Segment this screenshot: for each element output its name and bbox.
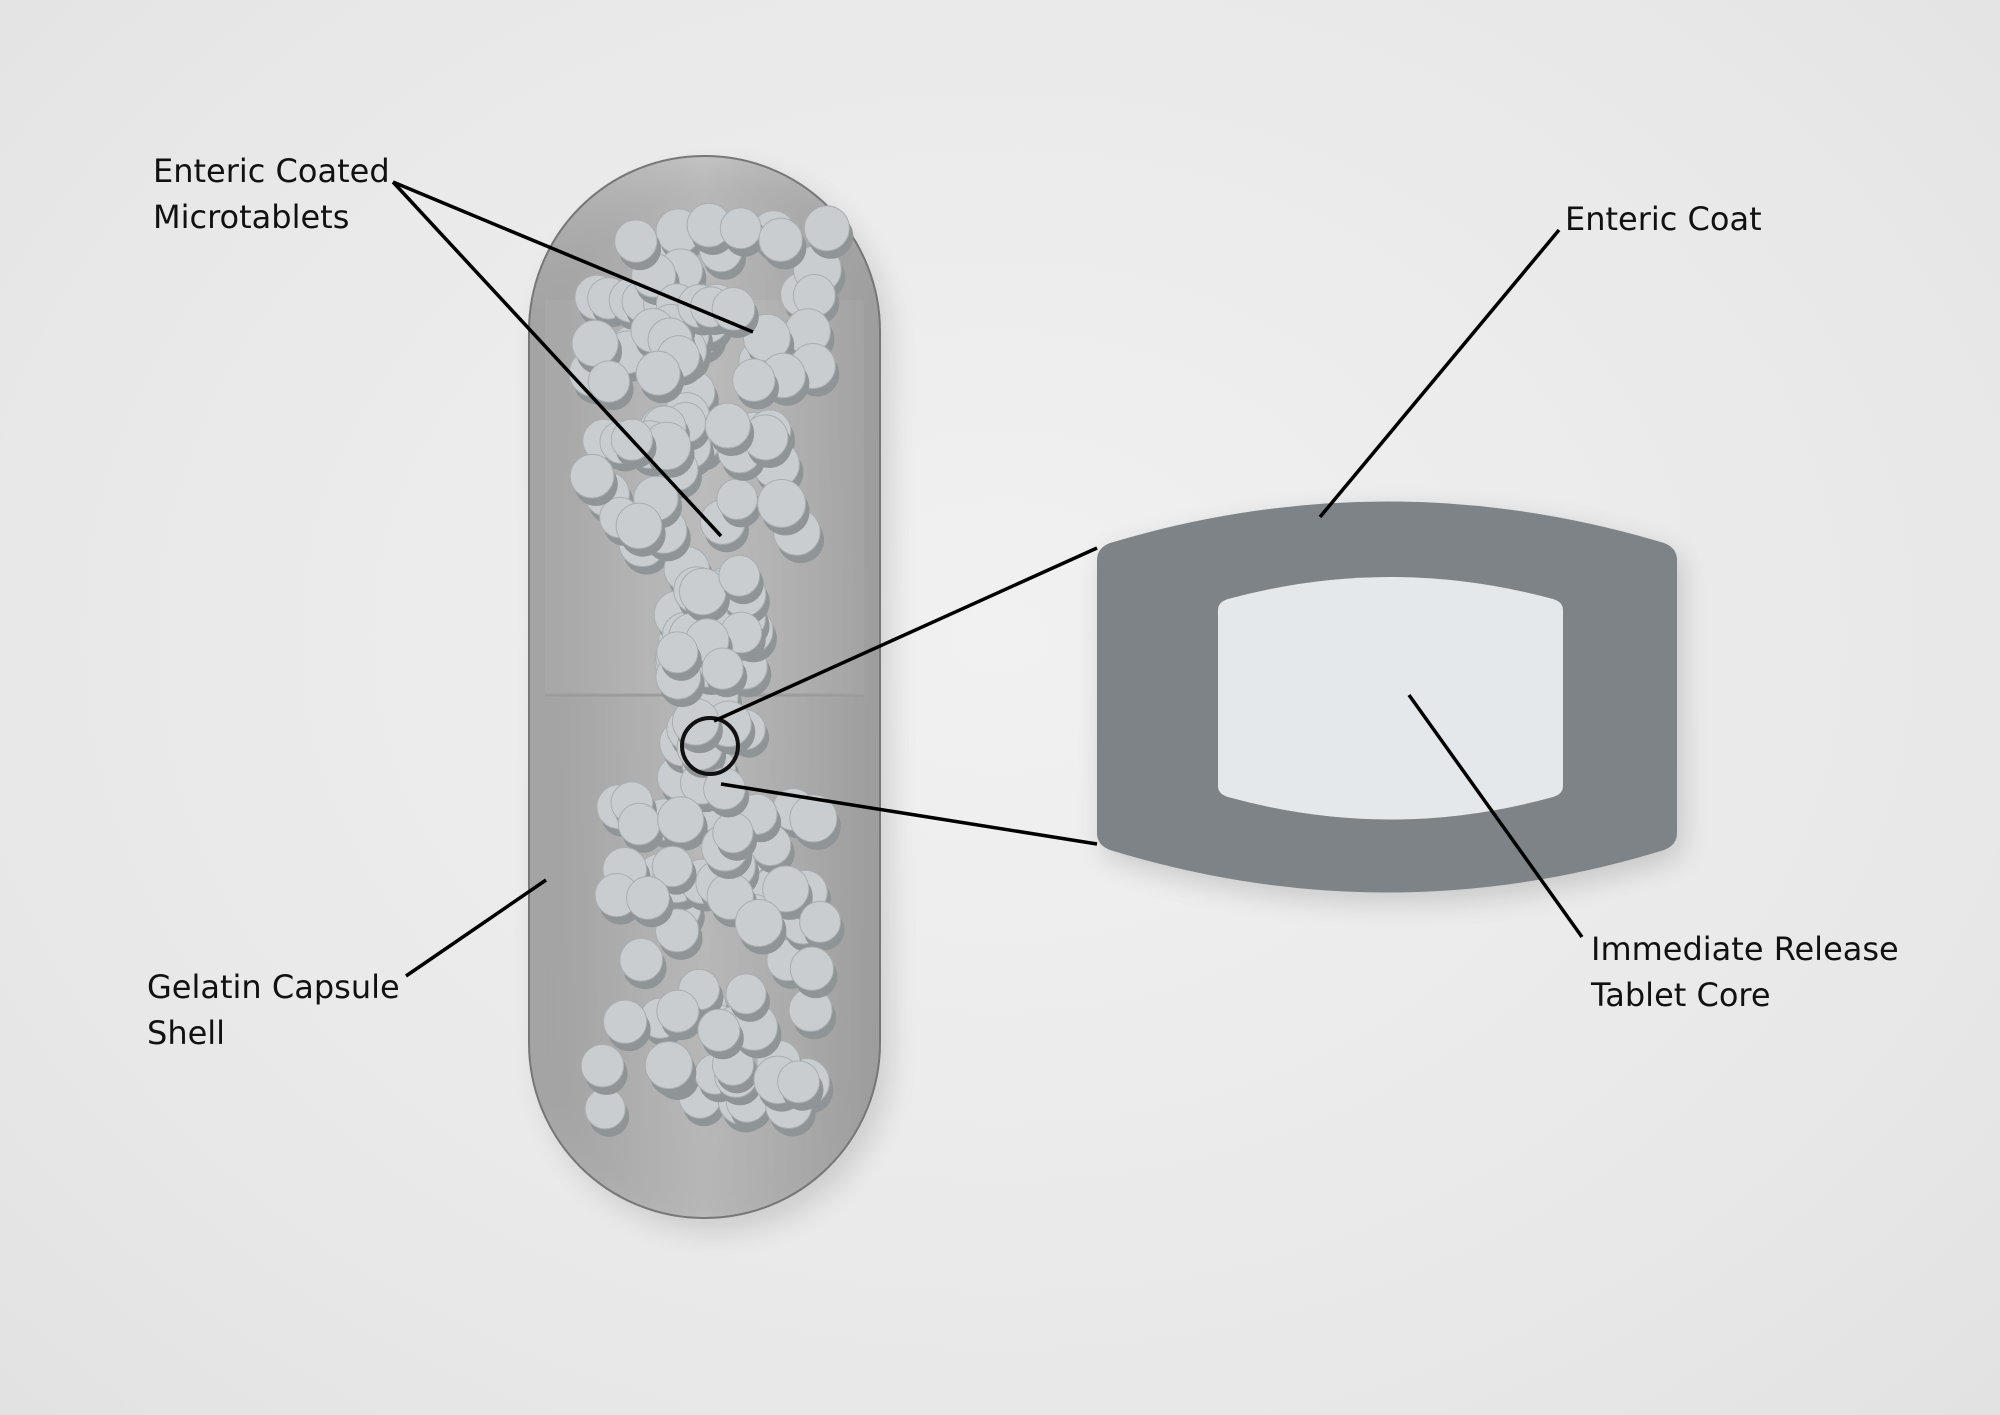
microtablet bbox=[732, 358, 776, 402]
gelatin-capsule bbox=[528, 155, 891, 1232]
label-line: Gelatin Capsule bbox=[147, 968, 400, 1006]
microtablet bbox=[569, 453, 615, 499]
microtablet bbox=[701, 647, 744, 690]
microtablet bbox=[571, 319, 619, 367]
microtablet bbox=[614, 219, 658, 263]
microtablet bbox=[651, 845, 694, 888]
microtablet bbox=[697, 1008, 741, 1052]
microtablet bbox=[725, 973, 767, 1015]
microtablet bbox=[757, 479, 807, 528]
leader-line-shell bbox=[405, 878, 547, 978]
label-line: Tablet Core bbox=[1591, 976, 1771, 1014]
microtablet bbox=[615, 502, 663, 550]
label-microtablets: Enteric Coated Microtablets bbox=[153, 148, 390, 240]
microtablet bbox=[719, 207, 762, 250]
microtablet bbox=[762, 865, 810, 913]
leader-line-microtablets-2 bbox=[391, 180, 723, 538]
label-enteric-coat: Enteric Coat bbox=[1565, 200, 1762, 238]
microtablet bbox=[602, 999, 648, 1044]
label-line: Immediate Release bbox=[1591, 930, 1899, 968]
microtablet bbox=[716, 478, 758, 520]
tablet-core bbox=[1218, 577, 1563, 820]
microtablet bbox=[587, 360, 631, 403]
microtablet bbox=[617, 802, 661, 846]
label-line: Enteric Coated bbox=[153, 152, 390, 190]
microtablet bbox=[799, 900, 842, 943]
microtablets-cluster bbox=[568, 202, 854, 1137]
microtablet bbox=[626, 876, 670, 920]
leader-line-microtablets-1 bbox=[392, 180, 754, 334]
microtablet bbox=[644, 1041, 693, 1090]
microtablet bbox=[580, 1043, 625, 1088]
microtablet bbox=[656, 989, 700, 1033]
label-tablet-core: Immediate Release Tablet Core bbox=[1591, 926, 1899, 1018]
microtablet bbox=[734, 898, 783, 947]
microtablet bbox=[712, 811, 754, 854]
zoom-line-top bbox=[713, 546, 1098, 723]
tablet-cross-section bbox=[1097, 501, 1683, 903]
microtablet bbox=[635, 350, 681, 396]
microtablet bbox=[656, 631, 699, 674]
microtablet bbox=[789, 946, 834, 991]
microtablet bbox=[704, 402, 751, 449]
leader-line-enteric-coat bbox=[1318, 228, 1561, 519]
microtablet bbox=[619, 937, 664, 982]
microtablet bbox=[789, 794, 838, 843]
highlight-circle bbox=[680, 716, 740, 776]
zoom-line-bottom bbox=[720, 782, 1098, 846]
microtablet bbox=[718, 554, 761, 597]
leader-line-core bbox=[1407, 693, 1584, 939]
microtablet bbox=[777, 1060, 820, 1104]
label-line: Microtablets bbox=[153, 198, 350, 236]
label-capsule-shell: Gelatin Capsule Shell bbox=[147, 964, 400, 1056]
label-line: Shell bbox=[147, 1014, 226, 1052]
microtablet bbox=[758, 217, 803, 263]
microtablet bbox=[803, 205, 850, 252]
microtablet bbox=[657, 796, 705, 844]
